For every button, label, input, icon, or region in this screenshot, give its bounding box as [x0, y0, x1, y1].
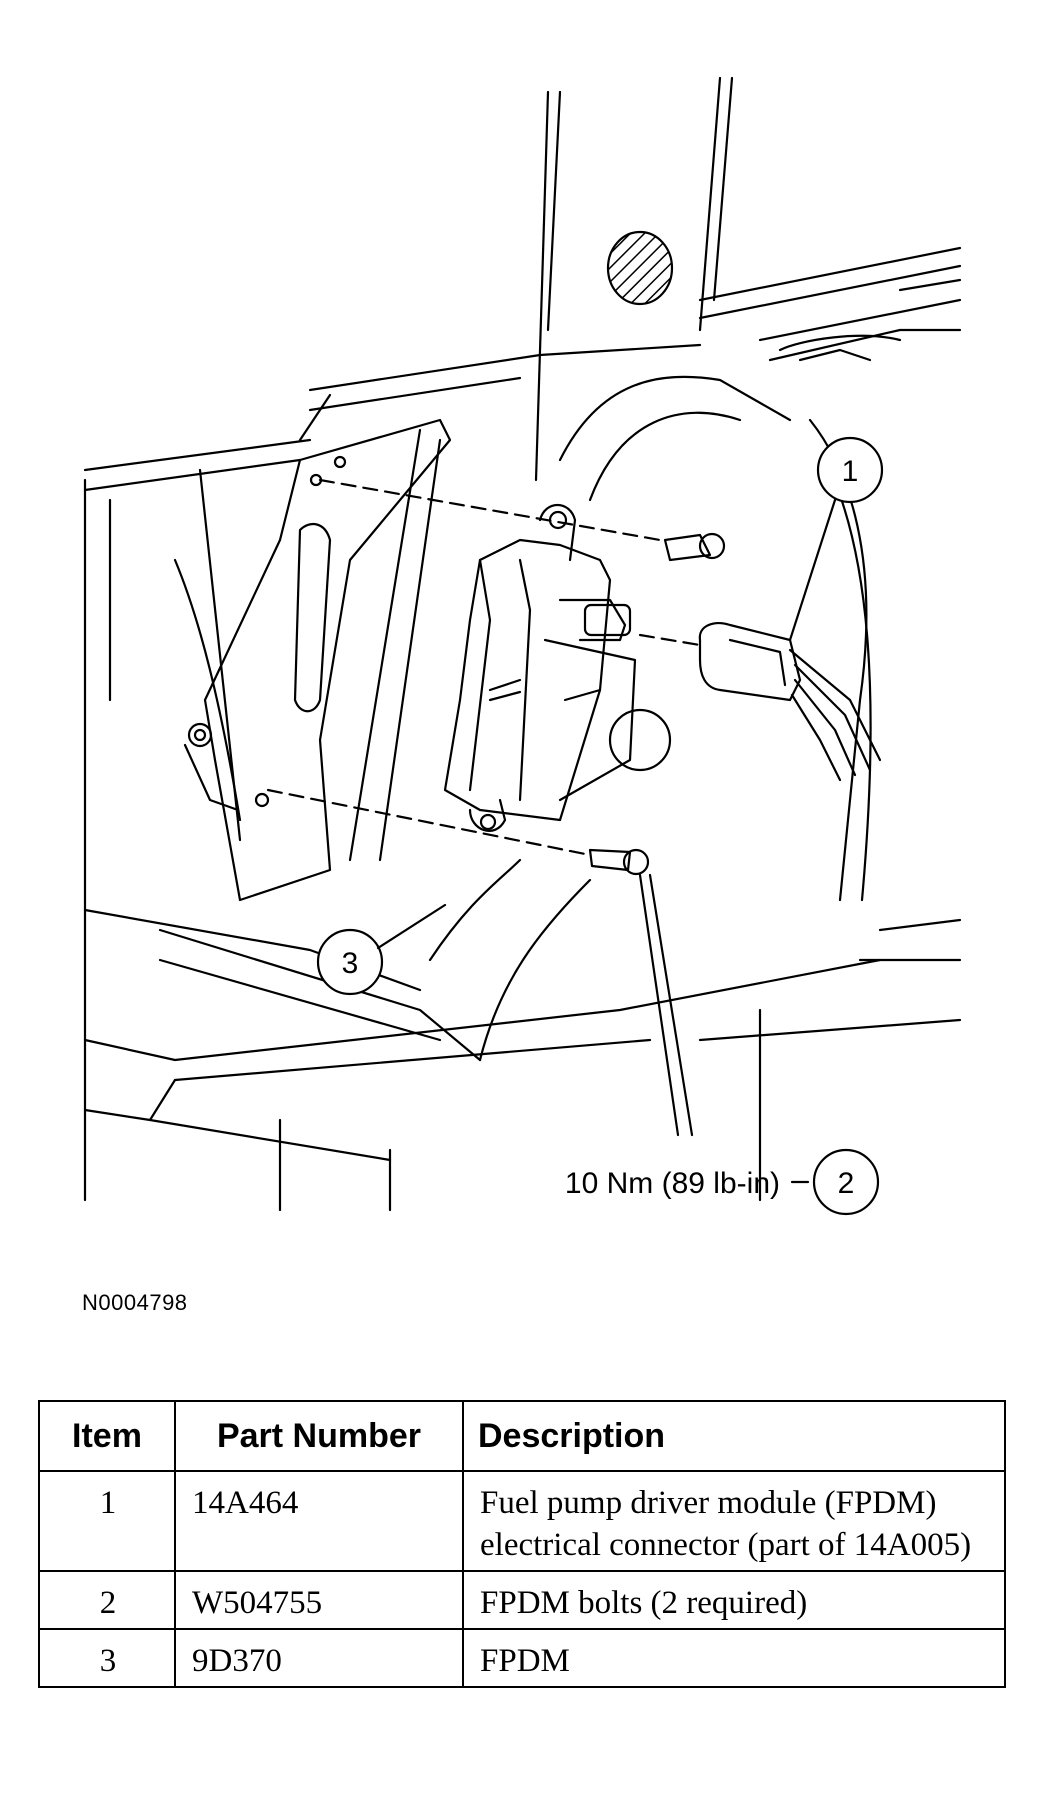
fpdm-bolt-lower [588, 848, 650, 876]
svg-text:3: 3 [342, 947, 359, 980]
table-row: 1 14A464 Fuel pump driver module (FPDM) … [38, 1470, 1006, 1572]
svg-text:2: 2 [838, 1167, 855, 1200]
callout-1: 1 [788, 436, 884, 642]
row-item: 3 [38, 1628, 176, 1688]
torque-spec: 10 Nm (89 lb-in) [565, 1167, 780, 1200]
row-description: FPDM [462, 1628, 1006, 1688]
table-row: 3 9D370 FPDM [38, 1628, 1006, 1688]
callout-3: 3 [316, 903, 447, 996]
fpdm-bolt-upper [663, 532, 726, 562]
svg-text:1: 1 [842, 455, 859, 488]
row-description: Fuel pump driver module (FPDM) electrica… [462, 1470, 1006, 1572]
body-structure [83, 76, 962, 1212]
alignment-lines [266, 478, 702, 857]
table-header-row: Item Part Number Description [38, 1400, 1006, 1472]
row-part-number: 9D370 [174, 1628, 464, 1688]
row-item: 1 [38, 1470, 176, 1572]
fpdm-illustration: 1 3 10 Nm (89 lb-in) 2 [83, 76, 962, 1216]
row-description: FPDM bolts (2 required) [462, 1570, 1006, 1630]
access-hole [606, 230, 674, 306]
table-row: 2 W504755 FPDM bolts (2 required) [38, 1570, 1006, 1630]
header-item: Item [38, 1400, 176, 1472]
row-item: 2 [38, 1570, 176, 1630]
parts-table: Item Part Number Description 1 14A464 Fu… [38, 1400, 1006, 1688]
header-description: Description [462, 1400, 1006, 1472]
row-part-number: W504755 [174, 1570, 464, 1630]
row-part-number: 14A464 [174, 1470, 464, 1572]
fpdm-module [443, 504, 672, 832]
fpdm-electrical-connector [698, 622, 882, 782]
mounting-plate [203, 418, 452, 902]
figure-id: N0004798 [82, 1290, 188, 1315]
header-part-number: Part Number [174, 1400, 464, 1472]
callout-2: 10 Nm (89 lb-in) 2 [565, 873, 880, 1216]
